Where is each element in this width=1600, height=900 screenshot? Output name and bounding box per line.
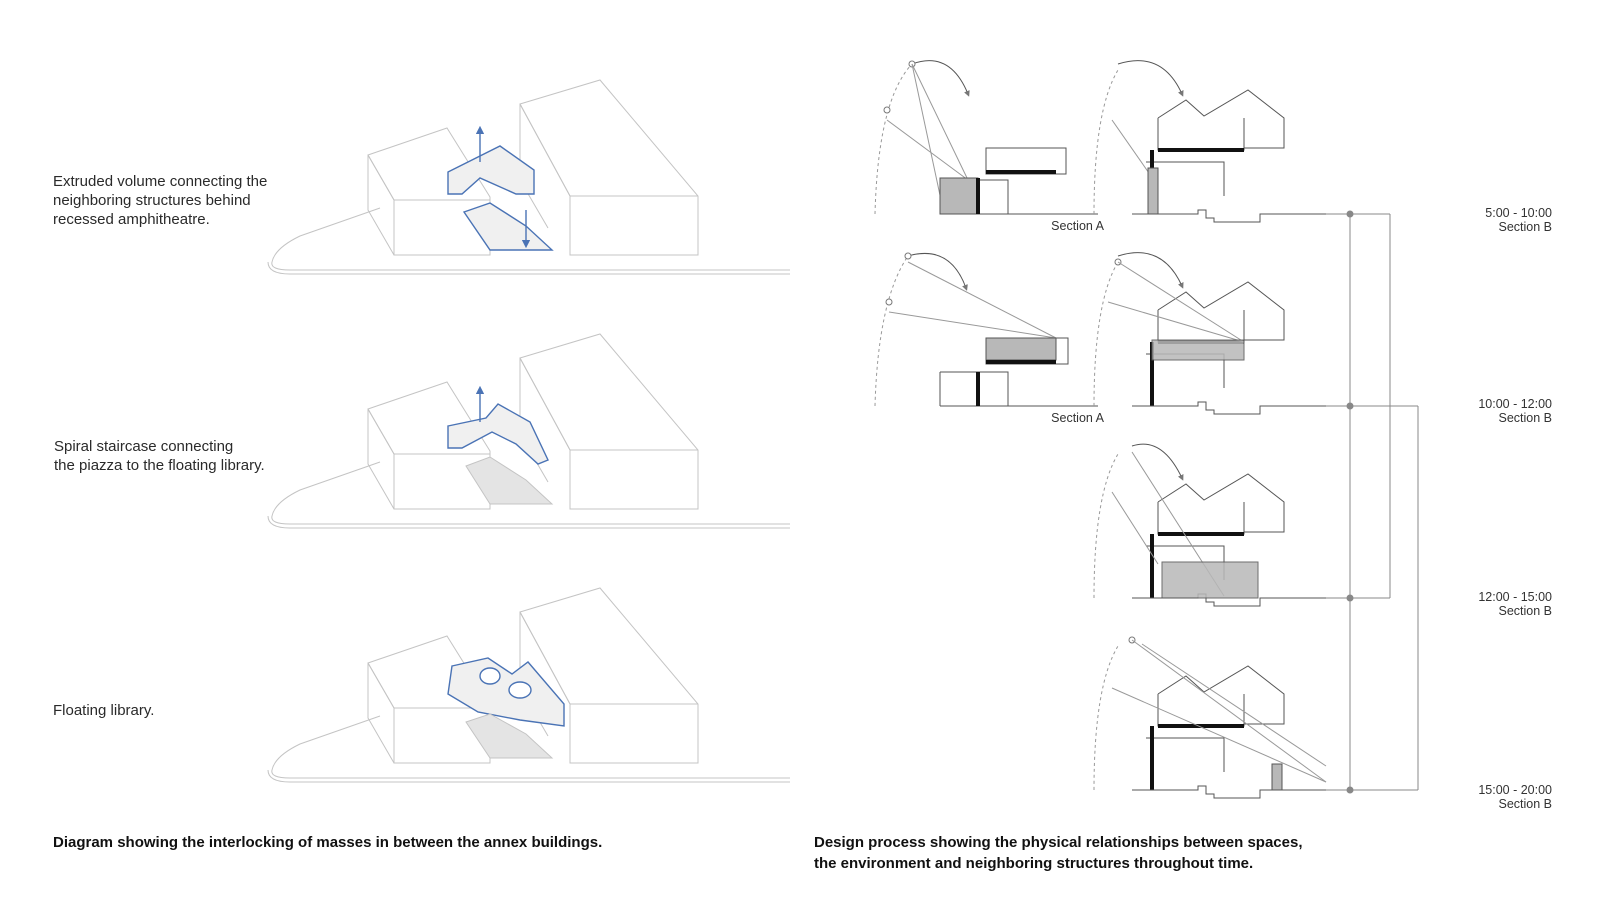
timeline-connector — [1326, 210, 1419, 794]
section-b-1200-1500 — [1092, 443, 1328, 608]
floating-library-shape — [447, 657, 565, 727]
iso-diagram-extruded-volume — [267, 79, 791, 275]
amphitheatre-shape — [462, 202, 554, 251]
section-a-row-2 — [874, 252, 1098, 407]
iso-diagram-spiral-staircase — [267, 333, 791, 529]
right-caption: Design process showing the physical rela… — [814, 834, 1303, 872]
time-label-4: 15:00 - 20:00 Section B — [1432, 783, 1552, 811]
time-section: Section B — [1498, 604, 1552, 618]
section-b-0500-1000 — [1092, 60, 1328, 224]
time-section: Section B — [1498, 411, 1552, 425]
label-floating-library: Floating library. — [53, 702, 155, 719]
time-label-2: 10:00 - 12:00 Section B — [1432, 397, 1552, 425]
label-extruded-volume: Extruded volume connecting the neighbori… — [53, 173, 268, 228]
section-b-1500-2000 — [1092, 636, 1328, 800]
spiral-staircase-shape — [447, 403, 549, 465]
time-range: 15:00 - 20:00 — [1478, 783, 1552, 797]
section-b-1000-1200 — [1092, 252, 1328, 416]
time-range: 5:00 - 10:00 — [1485, 206, 1552, 220]
time-range: 12:00 - 15:00 — [1478, 590, 1552, 604]
section-label-a-1: Section A — [1051, 219, 1104, 233]
label-spiral-staircase: Spiral staircase connecting the piazza t… — [54, 438, 265, 474]
time-range: 10:00 - 12:00 — [1478, 397, 1552, 411]
time-section: Section B — [1498, 220, 1552, 234]
time-label-1: 5:00 - 10:00 Section B — [1432, 206, 1552, 234]
time-label-3: 12:00 - 15:00 Section B — [1432, 590, 1552, 618]
extruded-volume-shape — [447, 145, 535, 195]
time-section: Section B — [1498, 797, 1552, 811]
section-label-a-2: Section A — [1051, 411, 1104, 425]
section-a-row-1 — [874, 60, 1098, 215]
left-caption: Diagram showing the interlocking of mass… — [53, 834, 603, 851]
iso-diagram-floating-library — [267, 587, 791, 783]
